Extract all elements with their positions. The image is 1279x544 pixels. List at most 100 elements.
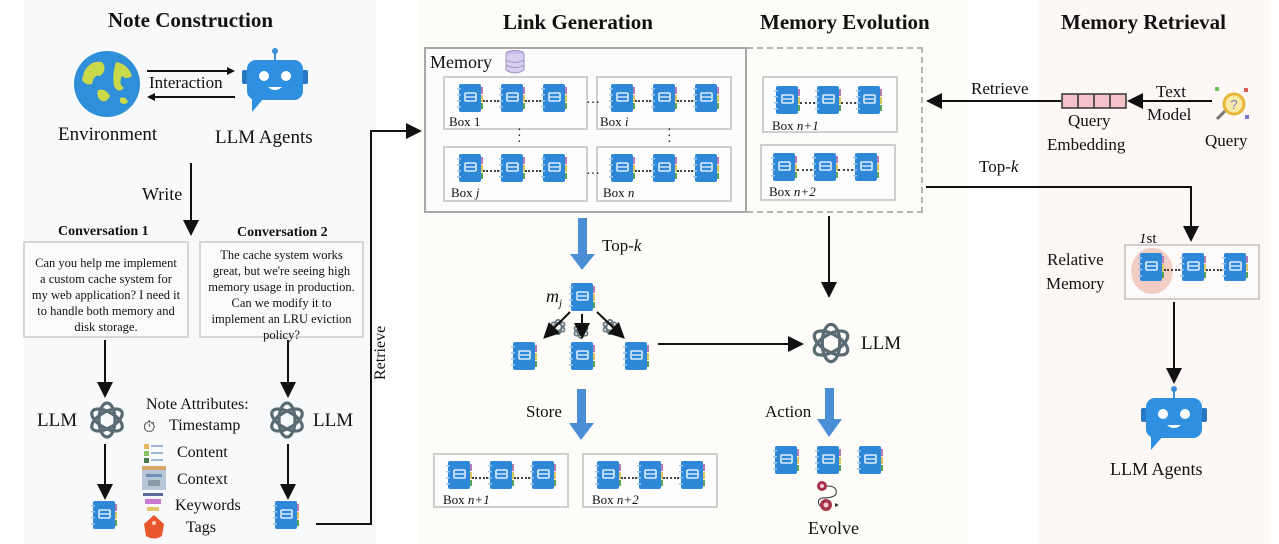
memory-note-icon: [457, 153, 484, 183]
link-dots: [635, 170, 651, 172]
memory-note-icon: [1180, 252, 1207, 282]
memory-note-icon: [815, 445, 842, 475]
memory-note-icon: [488, 460, 515, 490]
attribute-tags: Tags: [186, 519, 216, 536]
box-1-label: Box 1: [449, 114, 481, 129]
query-label: Query: [1205, 131, 1248, 150]
timestamp-icon: ⏱: [143, 419, 156, 436]
memory-note-icon: [651, 153, 678, 183]
link-dots: [635, 100, 651, 102]
topk-label: Top-k: [602, 236, 642, 255]
llm-right-label: LLM: [313, 410, 354, 431]
content-icon: [144, 444, 163, 463]
memory-note-icon: [273, 500, 300, 530]
environment-label: Environment: [58, 124, 158, 145]
database-icon: [505, 50, 525, 74]
memory-note-icon: [773, 445, 800, 475]
memory-note-icon: [530, 460, 557, 490]
svg-text:?: ?: [1230, 97, 1237, 112]
box-i-label: Box i: [600, 114, 629, 129]
llm-agents-label: LLM Agents: [215, 127, 313, 148]
memory-note-icon: [812, 152, 839, 182]
memory-note-icon: [693, 153, 720, 183]
link-dots: [663, 477, 679, 479]
evolve-gears-icon: [817, 481, 839, 511]
section-title-note-construction: Note Construction: [108, 8, 274, 32]
store-box-n2-label: Box n+2: [592, 492, 639, 507]
memory-note-icon: [541, 153, 568, 183]
link-dots: [1206, 269, 1222, 271]
memory-note-icon: [609, 83, 636, 113]
memory-note-icon: [693, 83, 720, 113]
evolution-box-n2-label: Box n+2: [769, 184, 816, 199]
retrieve-label: Retrieve: [372, 325, 389, 380]
section-title-memory-evolution: Memory Evolution: [760, 10, 930, 34]
retrieve-vertical-label: Retrieve: [372, 326, 390, 380]
link-dots: [483, 100, 499, 102]
memory-note-icon: [1222, 252, 1249, 282]
memory-note-icon: [623, 341, 650, 371]
link-dots: [514, 477, 530, 479]
memory-note-icon: [856, 85, 883, 115]
between-boxes-dots: …: [586, 163, 600, 178]
openai-llm-icon: [812, 322, 850, 364]
memory-note-icon: [679, 460, 706, 490]
keywords-icon: [143, 493, 163, 511]
memory-note-icon: [457, 83, 484, 113]
context-icon: [142, 466, 166, 490]
link-dots: [677, 100, 693, 102]
query-embedding-icon: [1061, 93, 1127, 109]
evolution-box-n1-label: Box n+1: [772, 118, 819, 133]
openai-llm-icon: [572, 322, 590, 345]
store-box-n1-label: Box n+1: [443, 492, 490, 507]
interaction-label: Interaction: [149, 73, 223, 92]
link-dots: [838, 169, 853, 171]
memory-note-icon: [771, 152, 798, 182]
link-dots: [472, 477, 488, 479]
tags-icon: [144, 515, 164, 539]
globe-icon: [74, 51, 140, 117]
retrieval-topk-label: Top-k: [979, 157, 1019, 176]
openai-llm-icon: [90, 401, 124, 439]
memory-label: Memory: [430, 52, 492, 72]
evolve-label: Evolve: [808, 518, 859, 538]
box-n-label: Box n: [603, 185, 635, 200]
box-j-label: Box j: [451, 185, 480, 200]
text-model-label-line2: Model: [1147, 105, 1192, 124]
relative-memory-label-line2: Memory: [1046, 274, 1105, 293]
store-label: Store: [526, 402, 562, 421]
conversation2-text: The cache system works great, but we're …: [208, 248, 355, 342]
vertical-dots: ···: [517, 123, 522, 150]
interaction-arrows: [147, 67, 235, 101]
memory-note-icon: [595, 460, 622, 490]
memory-note-icon: [569, 341, 596, 371]
conversation2-title: Conversation 2: [237, 225, 328, 240]
memory-note-icon: [815, 85, 842, 115]
action-label: Action: [765, 402, 812, 421]
memory-note-icon: [541, 83, 568, 113]
openai-llm-icon: [549, 318, 567, 341]
first-rank-label: 1st: [1139, 231, 1157, 247]
conversation2-box: The cache system works great, but we're …: [199, 241, 364, 342]
memory-note-icon: [511, 341, 538, 371]
link-dots: [621, 477, 637, 479]
robot-agent-icon: [1141, 386, 1207, 450]
between-boxes-dots: …: [586, 92, 600, 107]
memory-note-icon: [609, 153, 636, 183]
text-model-label-line1: Text: [1156, 82, 1186, 101]
query-search-icon: ?: [1215, 87, 1249, 121]
memory-note-icon: [446, 460, 473, 490]
retrieval-agents-label: LLM Agents: [1110, 459, 1203, 479]
link-dots: [525, 100, 541, 102]
memory-note-icon: [499, 153, 526, 183]
link-dots: [800, 102, 815, 104]
memory-note-icon: [637, 460, 664, 490]
memory-note-icon: [857, 445, 884, 475]
attribute-keywords: Keywords: [175, 497, 241, 514]
attribute-timestamp: Timestamp: [169, 417, 241, 434]
memory-note-icon: [499, 83, 526, 113]
openai-llm-icon: [601, 318, 619, 341]
retrieve-right-label: Retrieve: [971, 79, 1029, 98]
section-title-link-generation: Link Generation: [503, 10, 653, 34]
conversation1-title: Conversation 1: [58, 224, 149, 239]
